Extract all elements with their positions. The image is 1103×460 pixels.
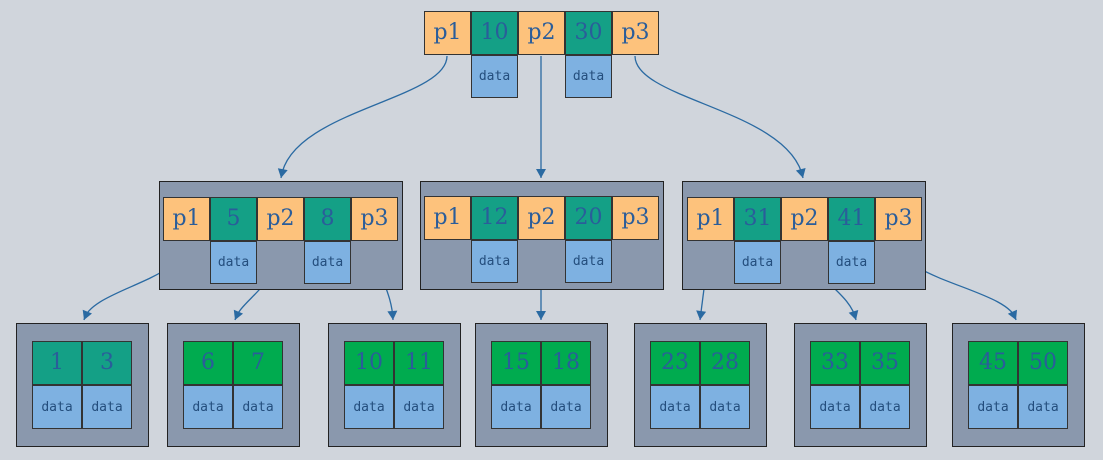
leaf-key: 10 (344, 341, 394, 385)
leaf-data: data (32, 385, 82, 429)
leaf-data: data (394, 385, 444, 429)
internal-data: data (471, 240, 518, 283)
internal-key: 41 (828, 197, 875, 241)
arrowhead (795, 168, 806, 178)
leaf-key: 23 (650, 341, 700, 385)
root-key-1: 10 (471, 11, 518, 55)
leaf-key: 3 (82, 341, 132, 385)
arrowhead (233, 309, 244, 320)
internal-pointer: p1 (424, 196, 471, 240)
root-pointer-1: p1 (424, 11, 471, 55)
edge-arrow (634, 55, 804, 179)
root-data-1: data (471, 55, 518, 98)
leaf-data: data (344, 385, 394, 429)
internal-pointer: p1 (163, 197, 210, 241)
internal-pointer: p2 (518, 196, 565, 240)
internal-pointer: p3 (612, 196, 659, 240)
arrowhead (1007, 309, 1018, 320)
leaf-key: 7 (233, 341, 283, 385)
internal-data: data (304, 241, 351, 284)
root-key-2: 30 (565, 11, 612, 55)
leaf-data: data (491, 385, 541, 429)
leaf-key: 45 (968, 341, 1018, 385)
root-data-2: data (565, 55, 612, 98)
leaf-key: 11 (394, 341, 444, 385)
leaf-key: 35 (860, 341, 910, 385)
leaf-key: 28 (700, 341, 750, 385)
leaf-data: data (82, 385, 132, 429)
leaf-key: 15 (491, 341, 541, 385)
internal-data: data (565, 240, 612, 283)
internal-pointer: p3 (875, 197, 922, 241)
arrowhead (536, 311, 546, 320)
internal-data: data (734, 241, 781, 284)
internal-pointer: p2 (257, 197, 304, 241)
leaf-data: data (860, 385, 910, 429)
internal-key: 20 (565, 196, 612, 240)
arrowhead (82, 309, 92, 320)
arrowhead (277, 168, 288, 178)
internal-pointer: p3 (351, 197, 398, 241)
leaf-key: 33 (810, 341, 860, 385)
root-pointer-2: p2 (518, 11, 565, 55)
leaf-data: data (810, 385, 860, 429)
internal-data: data (828, 241, 875, 284)
leaf-data: data (1018, 385, 1068, 429)
leaf-data: data (183, 385, 233, 429)
leaf-key: 6 (183, 341, 233, 385)
leaf-data: data (968, 385, 1018, 429)
arrowhead (696, 310, 707, 320)
internal-data: data (210, 241, 257, 284)
leaf-data: data (650, 385, 700, 429)
arrowhead (848, 309, 859, 320)
internal-key: 5 (210, 197, 257, 241)
internal-key: 12 (471, 196, 518, 240)
edge-arrow (280, 55, 448, 179)
leaf-data: data (233, 385, 283, 429)
internal-pointer: p2 (781, 197, 828, 241)
leaf-data: data (541, 385, 591, 429)
leaf-key: 18 (541, 341, 591, 385)
leaf-key: 50 (1018, 341, 1068, 385)
leaf-data: data (700, 385, 750, 429)
arrowhead (387, 310, 398, 320)
root-pointer-3: p3 (612, 11, 659, 55)
leaf-key: 1 (32, 341, 82, 385)
internal-key: 8 (304, 197, 351, 241)
internal-key: 31 (734, 197, 781, 241)
internal-pointer: p1 (687, 197, 734, 241)
arrowhead (536, 169, 546, 178)
